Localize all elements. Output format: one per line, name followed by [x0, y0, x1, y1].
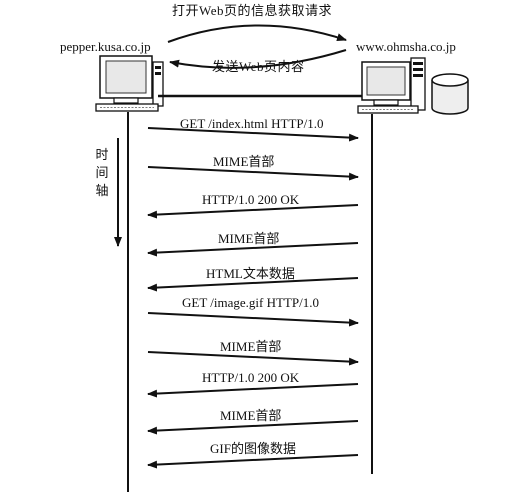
server-computer-icon — [357, 57, 426, 114]
message-arrow-6 — [147, 312, 359, 327]
message-arrow-7 — [147, 351, 359, 366]
message-label: HTTP/1.0 200 OK — [202, 370, 300, 385]
message-arrow-9 — [147, 420, 359, 435]
request-curve-arrow — [167, 24, 347, 43]
time-axis-label: 时 间 轴 — [95, 146, 109, 200]
server-hostname: www.ohmsha.co.jp — [356, 39, 456, 54]
response-label: 发送Web页内容 — [212, 59, 305, 74]
message-label: MIME首部 — [213, 154, 275, 169]
message-label: GET /index.html HTTP/1.0 — [180, 116, 324, 131]
message-arrow-5 — [147, 277, 359, 292]
message-label: HTTP/1.0 200 OK — [202, 192, 300, 207]
client-hostname: pepper.kusa.co.jp — [60, 39, 151, 54]
message-label: GET /image.gif HTTP/1.0 — [182, 295, 319, 310]
message-arrow-2 — [147, 166, 359, 181]
message-label: MIME首部 — [220, 339, 282, 354]
message-arrow-1 — [147, 127, 359, 142]
time-axis-char: 间 — [95, 165, 109, 180]
message-label: MIME首部 — [218, 231, 280, 246]
request-label: 打开Web页的信息获取请求 — [172, 3, 332, 18]
message-label: HTML文本数据 — [206, 266, 295, 281]
time-axis-char: 时 — [95, 147, 109, 162]
message-arrows — [147, 127, 359, 469]
time-axis-char: 轴 — [95, 183, 109, 198]
message-label: GIF的图像数据 — [210, 441, 296, 456]
message-label: MIME首部 — [220, 408, 282, 423]
database-icon — [431, 73, 469, 115]
message-arrow-3 — [147, 204, 359, 219]
message-arrow-4 — [147, 242, 359, 257]
response-curve-arrow — [169, 49, 347, 69]
message-arrow-10 — [147, 454, 359, 469]
message-arrow-8 — [147, 383, 359, 398]
client-computer-icon — [95, 55, 164, 112]
